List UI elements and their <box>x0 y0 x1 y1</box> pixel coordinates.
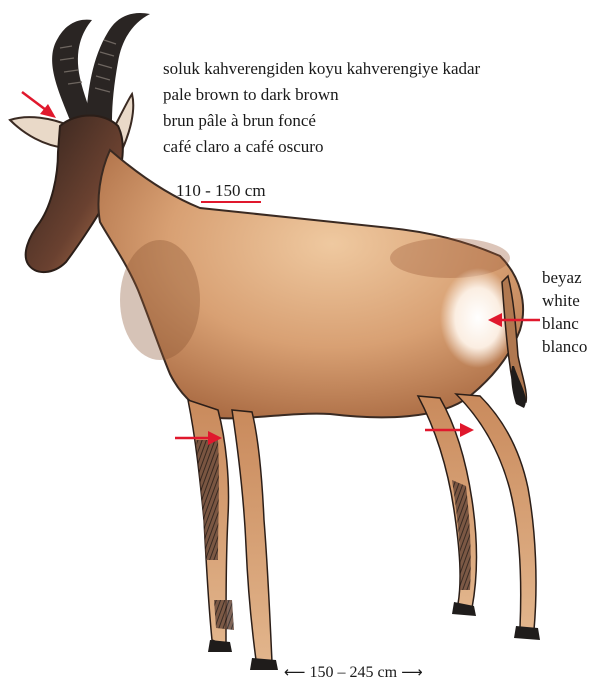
rump-color-tr: beyaz <box>542 266 587 289</box>
shoulder-height-value: 110 - 150 <box>176 181 241 200</box>
coat-color-labels: soluk kahverengiden koyu kahverengiye ka… <box>163 56 480 160</box>
coat-color-es: café claro a café oscuro <box>163 134 480 160</box>
shoulder-height-underline <box>201 201 261 203</box>
left-arrow-icon: ⟵ <box>284 663 306 681</box>
coat-color-fr: brun pâle à brun foncé <box>163 108 480 134</box>
front-right-leg <box>232 410 272 662</box>
rump-color-labels: beyaz white blanc blanco <box>542 266 587 358</box>
shoulder-height-label: 110 - 150 cm <box>176 180 266 201</box>
coat-color-tr: soluk kahverengiden koyu kahverengiye ka… <box>163 56 480 82</box>
body-length-unit: cm <box>378 664 398 681</box>
body-length-value: 150 – 245 <box>310 664 374 681</box>
pointer-head-arrow <box>22 92 56 118</box>
right-arrow-icon: ⟶ <box>401 663 423 681</box>
rump-color-en: white <box>542 289 587 312</box>
horns <box>52 13 150 120</box>
rump-color-es: blanco <box>542 335 587 358</box>
coat-color-en: pale brown to dark brown <box>163 82 480 108</box>
body-length-label: ⟵ 150 – 245 cm ⟶ <box>284 662 423 683</box>
shoulder-height-unit: cm <box>245 181 266 200</box>
rump-color-fr: blanc <box>542 312 587 335</box>
